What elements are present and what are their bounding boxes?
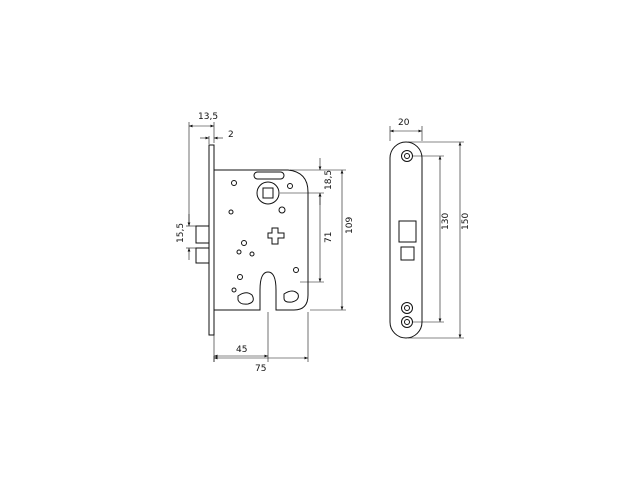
- mortise-lock: [195, 144, 309, 336]
- dim-2-label: 2: [228, 130, 234, 140]
- dim-130-label: 130: [441, 213, 451, 230]
- strike-bottom-hole-1: [401, 302, 413, 314]
- bolt-opening: [400, 246, 415, 261]
- case-hole: [241, 240, 247, 246]
- spindle-square: [262, 187, 274, 199]
- strike-bottom-hole-2-inner: [404, 319, 410, 325]
- case-hole: [228, 209, 234, 215]
- lower-right-hole: [283, 290, 299, 303]
- case-hole: [231, 180, 237, 186]
- case-hole: [293, 267, 299, 273]
- dim-109-label: 109: [345, 217, 355, 234]
- strike-plate-outline: [389, 141, 423, 339]
- case-hole: [278, 206, 286, 214]
- dim-15-5-label: 15,5: [176, 223, 186, 243]
- latch-opening: [398, 220, 417, 243]
- case-hole: [287, 183, 293, 189]
- case-hole: [249, 251, 255, 257]
- upper-slot: [253, 171, 285, 180]
- strike-bottom-hole-1-inner: [404, 305, 410, 311]
- faceplate: [208, 144, 215, 336]
- strike-dimensions: 20 130 150: [389, 118, 471, 339]
- case-hole: [236, 249, 242, 255]
- dead-bolt: [195, 247, 210, 264]
- dim-75-label: 75: [255, 364, 266, 374]
- dim-18-5-label: 18,5: [324, 170, 334, 190]
- dim-71-label: 71: [324, 232, 334, 243]
- spindle-hub: [256, 181, 280, 205]
- strike-top-hole-inner: [404, 153, 410, 159]
- dim-150-label: 150: [461, 213, 471, 230]
- lower-left-hole: [237, 292, 254, 305]
- case-hole: [231, 287, 237, 293]
- lock-case: [213, 169, 309, 311]
- mortise-dimensions: 13,5 2 15,5 45 75 18,5 71 1: [176, 112, 355, 374]
- dim-13-5-label: 13,5: [198, 112, 218, 122]
- dim-20-label: 20: [398, 118, 410, 128]
- strike-plate: [389, 141, 423, 339]
- lever-cam: [267, 227, 285, 245]
- case-hole: [237, 274, 243, 280]
- dim-45-label: 45: [236, 345, 247, 355]
- latch-bolt: [195, 225, 210, 244]
